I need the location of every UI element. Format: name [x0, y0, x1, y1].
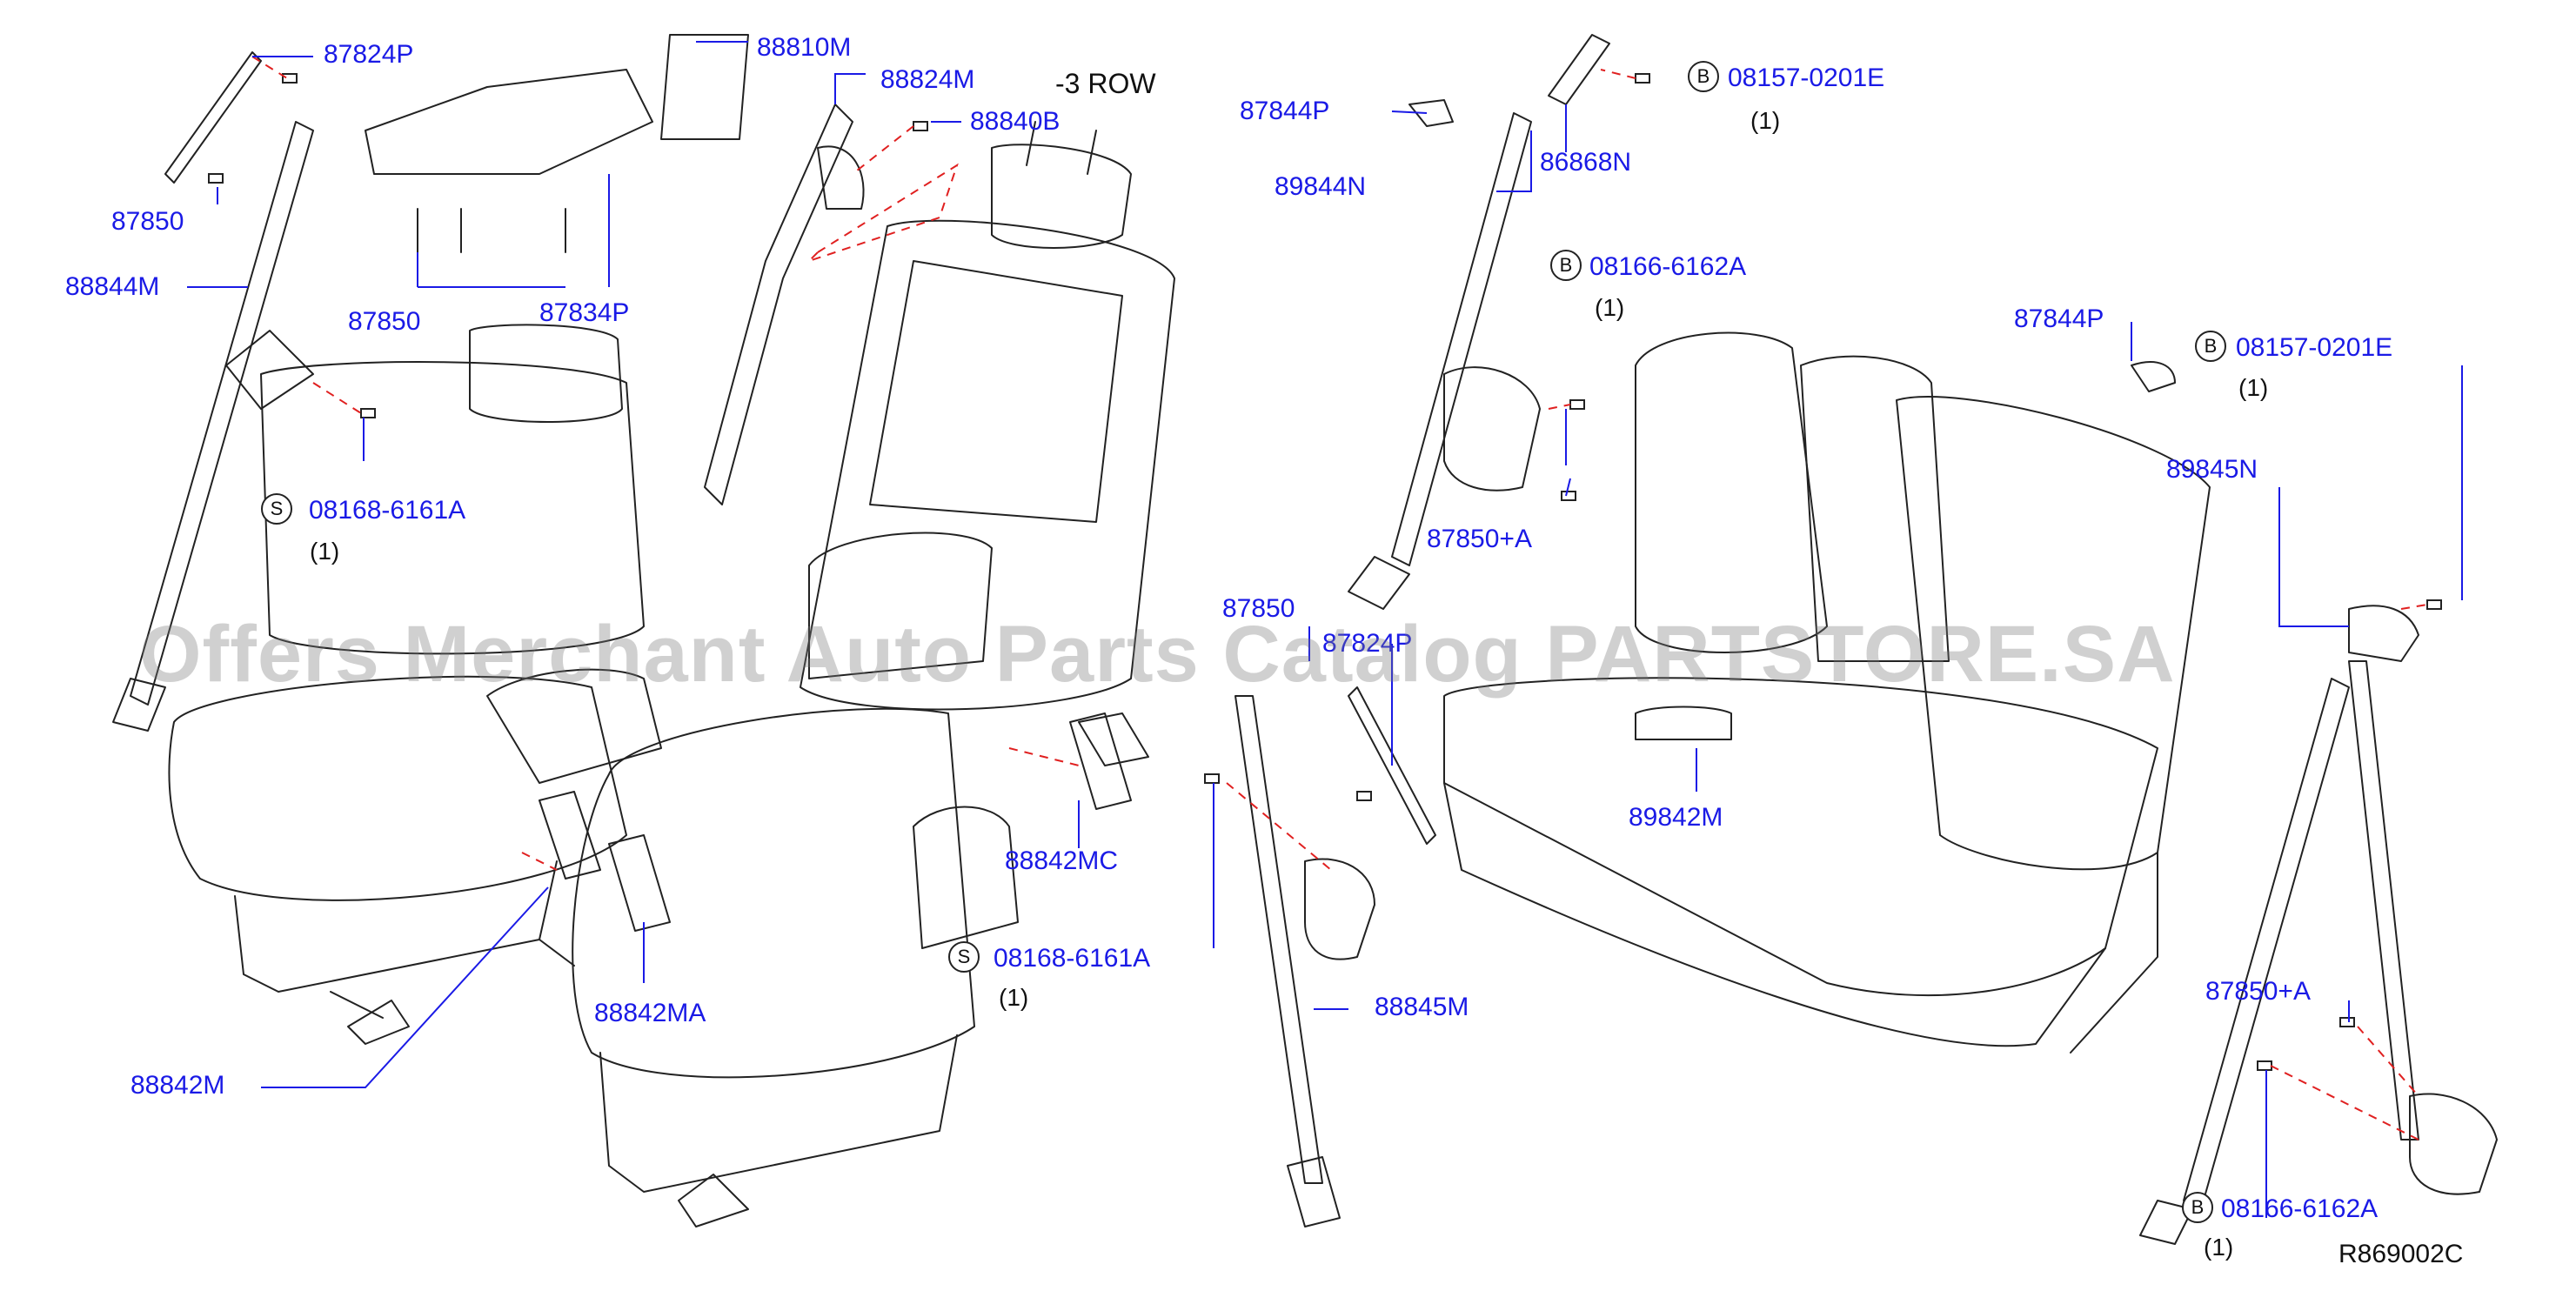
part-label-89844n[interactable]: 89844N [1275, 172, 1367, 201]
part-label-87834p[interactable]: 87834P [539, 298, 630, 327]
leader-lines [187, 41, 2463, 1218]
part-label-88844m[interactable]: 88844M [65, 272, 160, 301]
buckle-hardware [539, 712, 1132, 932]
part-label-87850[interactable]: 87850 [1222, 594, 1295, 623]
part-label-88840b[interactable]: 88840B [970, 107, 1061, 136]
bolt-part-badge: B [2182, 1192, 2213, 1223]
overhead-console [365, 69, 653, 253]
part-label-88810m[interactable]: 88810M [757, 33, 852, 62]
quantity-label: (1) [310, 538, 340, 565]
diagram-code: R869002C [2338, 1240, 2464, 1268]
rear-belt-89844N [1348, 34, 1610, 610]
part-label-88842m[interactable]: 88842M [130, 1071, 225, 1100]
rear-bench-seat [1443, 331, 2211, 1054]
left-belt-assembly [112, 51, 314, 732]
rear-belt-88845M [1234, 686, 1436, 1227]
part-label-87824p[interactable]: 87824P [1322, 629, 1413, 658]
part-label-87850[interactable]: 87850 [348, 307, 421, 336]
quantity-label: (1) [1750, 107, 1781, 134]
standard-part-badge: S [261, 493, 292, 525]
row-note: -3 ROW [1055, 68, 1156, 99]
part-label-88842mc[interactable]: 88842MC [1005, 846, 1119, 875]
bolt-icons [208, 73, 2442, 1071]
part-label-87844p[interactable]: 87844P [2014, 304, 2104, 333]
bolt-part-badge: B [1550, 250, 1582, 281]
part-label-87850-a[interactable]: 87850+A [2205, 977, 2311, 1006]
standard-part-badge: S [948, 941, 980, 973]
part-label-08168-6161a[interactable]: 08168-6161A [309, 496, 466, 525]
quantity-label: (1) [1595, 294, 1625, 321]
part-label-88842ma[interactable]: 88842MA [594, 999, 706, 1027]
part-label-87850-a[interactable]: 87850+A [1427, 525, 1532, 553]
part-label-08166-6162a[interactable]: 08166-6162A [2221, 1194, 2379, 1223]
center-belt-assembly [660, 34, 1149, 766]
left-captain-seat [168, 324, 662, 1045]
quantity-label: (1) [999, 984, 1029, 1011]
center-captain-seat [572, 121, 1175, 1227]
part-label-88845m[interactable]: 88845M [1375, 993, 1469, 1021]
part-label-08157-0201e[interactable]: 08157-0201E [2236, 333, 2393, 362]
part-label-87850[interactable]: 87850 [111, 207, 184, 236]
part-label-08157-0201e[interactable]: 08157-0201E [1728, 64, 1885, 92]
part-label-87824p[interactable]: 87824P [324, 40, 414, 69]
part-label-88824m[interactable]: 88824M [880, 65, 975, 94]
part-label-08168-6161a[interactable]: 08168-6161A [994, 944, 1151, 973]
part-label-89845n[interactable]: 89845N [2166, 455, 2258, 484]
bolt-part-badge: B [2195, 331, 2226, 362]
bolt-part-badge: B [1688, 61, 1719, 92]
quantity-label: (1) [2238, 374, 2269, 401]
part-label-86868n[interactable]: 86868N [1540, 148, 1632, 177]
part-label-89842m[interactable]: 89842M [1629, 803, 1723, 832]
part-label-87844p[interactable]: 87844P [1240, 97, 1330, 125]
part-label-08166-6162a[interactable]: 08166-6162A [1589, 252, 1747, 281]
quantity-label: (1) [2204, 1234, 2234, 1261]
alignment-guides [251, 56, 2428, 1140]
